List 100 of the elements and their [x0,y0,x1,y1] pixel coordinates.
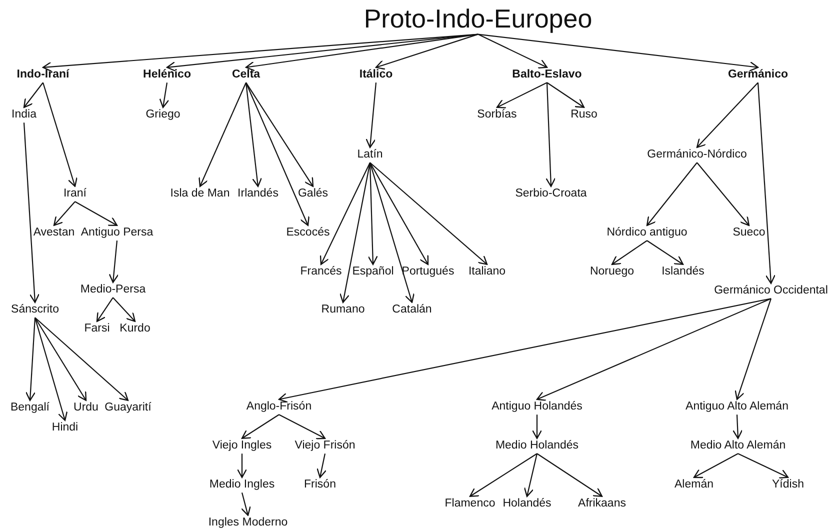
language-label: Helénico [142,68,192,82]
language-label: Indo-Iraní [16,68,70,82]
arrow [469,453,538,497]
arrow [278,414,326,440]
language-label: Urdu [72,401,100,415]
arrow [74,201,118,226]
language-label: Itálico [358,68,394,82]
language-label: Antiguo Holandés [490,400,584,414]
language-label: Antiguo Persa [80,226,154,240]
arrow [524,453,538,497]
language-label: Viejo Ingles [211,439,273,453]
language-label: Guayarití [104,401,152,415]
language-label: Sorbías [476,108,518,122]
arrow [536,298,772,401]
arrow [738,453,789,479]
language-label: Frisón [303,478,337,492]
arrow [96,297,114,322]
arrow [23,122,40,303]
language-label: Bengalí [10,401,50,415]
language-label: Latín [356,148,384,162]
arrow [646,162,698,226]
language-label: Sueco [732,226,766,240]
language-label: Farsi [83,322,111,336]
arrow [241,414,280,439]
arrow [108,240,119,283]
language-label: Balto-Eslavo [511,68,583,82]
language-label: Ingles Moderno [207,516,289,530]
arrow [42,82,78,187]
language-label: Germánico [726,68,790,82]
arrow [25,318,36,401]
language-label: Medio-Persa [79,283,147,297]
arrow [366,82,377,148]
language-label: Catalán [391,303,433,317]
arrow [278,298,772,403]
language-label: Portugués [400,265,456,279]
language-label: Yídish [771,478,805,492]
language-label: Kurdo [118,322,152,336]
language-label: Viejo Frisón [294,439,356,453]
language-label: Griego [144,108,182,122]
language-label: Holandés [502,497,552,511]
arrow [546,82,556,187]
language-label: Islandés [660,265,706,279]
arrow [34,317,87,401]
arrow [241,492,251,516]
arrow [757,82,776,284]
language-label: Español [351,265,395,279]
arrow [478,34,548,69]
arrow [198,82,246,187]
arrow [369,162,415,303]
language-label: Irlandés [236,187,280,201]
arrow [611,240,648,265]
language-label: Nórdico antiguo [606,226,688,240]
arrow [34,317,129,401]
arrow [34,317,68,421]
language-label: Noruego [588,265,636,279]
language-label: Hindi [50,421,80,435]
arrow [320,162,370,265]
arrow [316,454,327,478]
language-label: Medio Alto Alemán [689,439,787,453]
arrow [478,34,759,72]
arrow [532,414,542,439]
arrow [646,240,684,265]
arrow [53,201,76,226]
diagram-title: Proto-Indo-Europeo [362,4,594,34]
language-label: Germánico Occidental [713,284,829,298]
language-label: Medio Ingles [208,478,276,492]
language-label: India [10,108,38,122]
arrow [370,162,488,265]
language-label: Rumano [320,303,366,317]
language-label: Afrikaans [577,497,627,511]
language-label: Iraní [62,187,88,201]
arrow [23,82,44,108]
arrow [536,453,603,497]
language-label: Galés [296,187,330,201]
language-label: Antiguo Alto Alemán [684,400,790,414]
language-label: Escocés [285,226,331,240]
arrow [245,34,478,72]
arrow [696,82,758,148]
language-label: Ruso [570,108,598,122]
arrow [159,82,170,108]
arrow [496,82,548,108]
arrow [375,34,478,70]
language-label: Sánscrito [10,303,60,317]
arrow [368,162,378,265]
arrow [370,162,429,265]
language-label: Italiano [467,265,507,279]
arrow [696,162,750,226]
language-label: Anglo-Frisón [245,400,313,414]
arrow [732,414,743,439]
arrow [246,82,314,187]
language-label: Medio Holandés [494,439,580,453]
arrow [693,453,738,478]
arrow [734,298,772,400]
arrow [236,454,248,478]
arrow [112,297,136,322]
language-label: Flamenco [444,497,496,511]
arrow [245,82,262,187]
language-label: Celta [230,68,262,82]
language-label: Alemán [674,478,714,492]
language-label: Serbio-Croata [514,187,588,201]
